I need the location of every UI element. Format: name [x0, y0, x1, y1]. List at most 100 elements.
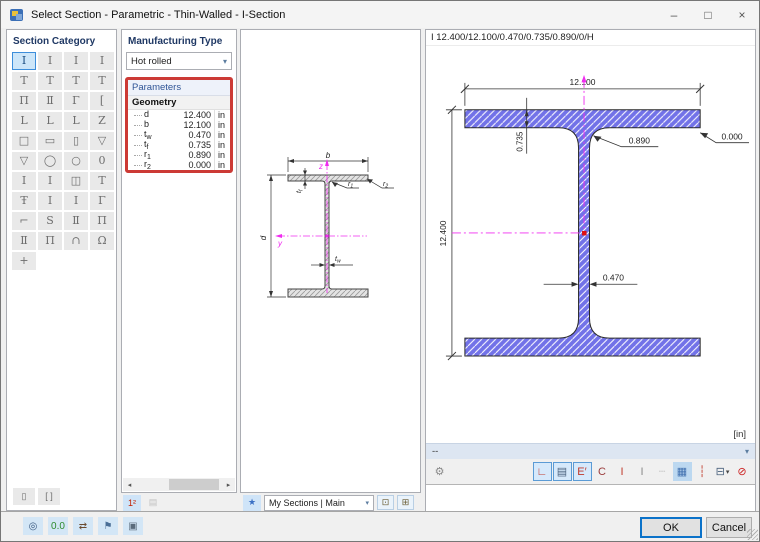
section-type-angle-1[interactable]: L: [12, 112, 36, 130]
scrollbar-thumb[interactable]: [168, 479, 219, 490]
section-type-cold-formed-z[interactable]: S: [38, 212, 62, 230]
cancel-button[interactable]: Cancel: [706, 517, 752, 538]
parameter-row[interactable]: tw 0.470 in: [128, 129, 230, 141]
section-type-arch[interactable]: ∩: [64, 232, 88, 250]
resize-grip[interactable]: [747, 529, 758, 540]
section-type-welded-i-2[interactable]: I: [38, 172, 62, 190]
section-type-square-hollow[interactable]: □: [12, 132, 36, 150]
geometry-group-header: Geometry: [128, 96, 230, 110]
outline-mode-icon[interactable]: ∟: [533, 462, 552, 481]
section-type-crane-rail[interactable]: Ŧ: [12, 192, 36, 210]
section-type-i-3[interactable]: I: [64, 52, 88, 70]
parameter-row[interactable]: tf 0.735 in: [128, 139, 230, 151]
section-type-omega[interactable]: Ω: [90, 232, 114, 250]
library-icon[interactable]: ▤: [148, 497, 158, 507]
section-type-triangle-2[interactable]: ▽: [12, 152, 36, 170]
section-type-channel-1[interactable]: Γ: [64, 92, 88, 110]
close-button[interactable]: ×: [738, 7, 746, 22]
minimize-button[interactable]: –: [670, 7, 678, 22]
my-sections-select[interactable]: My Sections | Main ▾: [264, 494, 374, 511]
zoom-reset-icon[interactable]: ⊘: [737, 466, 747, 478]
maximize-button[interactable]: □: [704, 7, 712, 22]
section-preview-figure[interactable]: 12.100 12.400 0.735 0.890: [426, 46, 755, 443]
section-info-icon[interactable]: 1²: [123, 494, 141, 511]
section-type-boxed-i[interactable]: ◫: [64, 172, 88, 190]
parameter-row[interactable]: d 12.400 in: [128, 109, 230, 120]
fill-mode-icon[interactable]: ▤: [553, 462, 572, 481]
section-type-welded-t[interactable]: T: [90, 172, 114, 190]
section-type-i-rolled[interactable]: I: [12, 52, 36, 70]
section-type-angle-3[interactable]: L: [64, 112, 88, 130]
parameter-row[interactable]: b 12.100 in: [128, 119, 230, 130]
svg-text:0.470: 0.470: [603, 272, 624, 282]
section-type-pipe[interactable]: ○: [64, 152, 88, 170]
section-type-t-2[interactable]: T: [38, 72, 62, 90]
section-type-hat-2[interactable]: Π: [38, 232, 62, 250]
section-type-composed-i-1[interactable]: I: [38, 192, 62, 210]
thin-walled-toggle[interactable]: [ ]: [38, 488, 60, 505]
section-type-t-1[interactable]: T: [12, 72, 36, 90]
parameter-value[interactable]: 0.000: [188, 160, 211, 170]
section-type-i-4[interactable]: I: [90, 52, 114, 70]
horizontal-scrollbar[interactable]: ◂ ▸: [123, 478, 235, 491]
solid-section-toggle[interactable]: ▯: [13, 488, 35, 505]
section-type-cold-formed-c[interactable]: Γ: [90, 192, 114, 210]
section-type-double-web[interactable]: Ⅱ: [38, 92, 62, 110]
notes-select[interactable]: -- ▾: [426, 443, 755, 459]
section-type-double-channel-2[interactable]: Π: [90, 212, 114, 230]
new-favorites-group-icon[interactable]: ⊞: [397, 495, 414, 510]
section-type-cold-formed-l[interactable]: ⌐: [12, 212, 36, 230]
section-type-welded-i-1[interactable]: I: [12, 172, 36, 190]
find-section-icon[interactable]: ◎: [23, 517, 43, 535]
section-type-channel-2[interactable]: [: [90, 92, 114, 110]
stress-points-icon[interactable]: I: [620, 465, 624, 478]
tree-line: [134, 124, 142, 126]
section-preview-drawing: 12.100 12.400 0.735 0.890: [438, 74, 750, 361]
section-type-double-i[interactable]: Ⅱ: [12, 232, 36, 250]
parameters-box: Manufacturing Type Hot rolled ▾ Paramete…: [121, 29, 237, 493]
section-type-z[interactable]: Z: [90, 112, 114, 130]
parameter-value[interactable]: 0.470: [188, 130, 211, 140]
section-type-angle-2[interactable]: L: [38, 112, 62, 130]
section-type-t-3[interactable]: T: [64, 72, 88, 90]
section-type-double-channel-1[interactable]: Ⅱ: [64, 212, 88, 230]
scroll-left-icon[interactable]: ◂: [127, 481, 132, 489]
parameter-value[interactable]: 12.400: [183, 110, 211, 120]
shear-center-icon[interactable]: C: [598, 465, 606, 478]
favorites-group-icon[interactable]: ⊡: [377, 495, 394, 510]
copy-section-icon[interactable]: ▣: [123, 517, 143, 535]
display-settings-icon[interactable]: ⚙: [434, 466, 445, 478]
dimension-lines-icon[interactable]: ┄: [658, 466, 666, 478]
section-type-circle-hollow[interactable]: ◯: [38, 152, 62, 170]
import-section-icon[interactable]: ⇄: [73, 517, 93, 535]
section-category-label: Section Category: [13, 36, 96, 47]
pin-icon[interactable]: ★: [243, 494, 261, 511]
section-type-i-2[interactable]: I: [38, 52, 62, 70]
parameter-row[interactable]: r1 0.890 in: [128, 149, 230, 161]
svg-text:z: z: [318, 162, 323, 171]
scroll-right-icon[interactable]: ▸: [226, 481, 231, 489]
section-type-t-4[interactable]: T: [90, 72, 114, 90]
parameters-strip: 1² ▤: [121, 493, 237, 512]
parameter-value[interactable]: 0.735: [188, 140, 211, 150]
effective-widths-icon[interactable]: E′: [573, 462, 592, 481]
parameter-value[interactable]: 0.890: [188, 150, 211, 160]
ok-button[interactable]: OK: [640, 517, 702, 538]
section-outline-icon[interactable]: I: [640, 465, 644, 478]
svg-text:d: d: [259, 235, 268, 240]
manufacturing-type-select[interactable]: Hot rolled ▾: [126, 52, 232, 70]
parameter-row[interactable]: r2 0.000 in: [128, 159, 230, 171]
print-icon[interactable]: ⊟▾: [715, 466, 730, 478]
axes-icon[interactable]: ┆: [698, 466, 706, 478]
section-type-rect-solid[interactable]: ▯: [64, 132, 88, 150]
section-type-hat[interactable]: Π: [12, 92, 36, 110]
section-type-ellipse[interactable]: 0: [90, 152, 114, 170]
units-settings-icon[interactable]: 0.0: [48, 517, 68, 535]
grid-icon[interactable]: ▦: [673, 462, 692, 481]
filter-icon[interactable]: ⚑: [98, 517, 118, 535]
section-type-triangle-1[interactable]: ▽: [90, 132, 114, 150]
section-type-composed-i-2[interactable]: I: [64, 192, 88, 210]
section-type-rect-hollow[interactable]: ▭: [38, 132, 62, 150]
section-type-add[interactable]: +: [12, 252, 36, 270]
parameter-value[interactable]: 12.100: [183, 120, 211, 130]
